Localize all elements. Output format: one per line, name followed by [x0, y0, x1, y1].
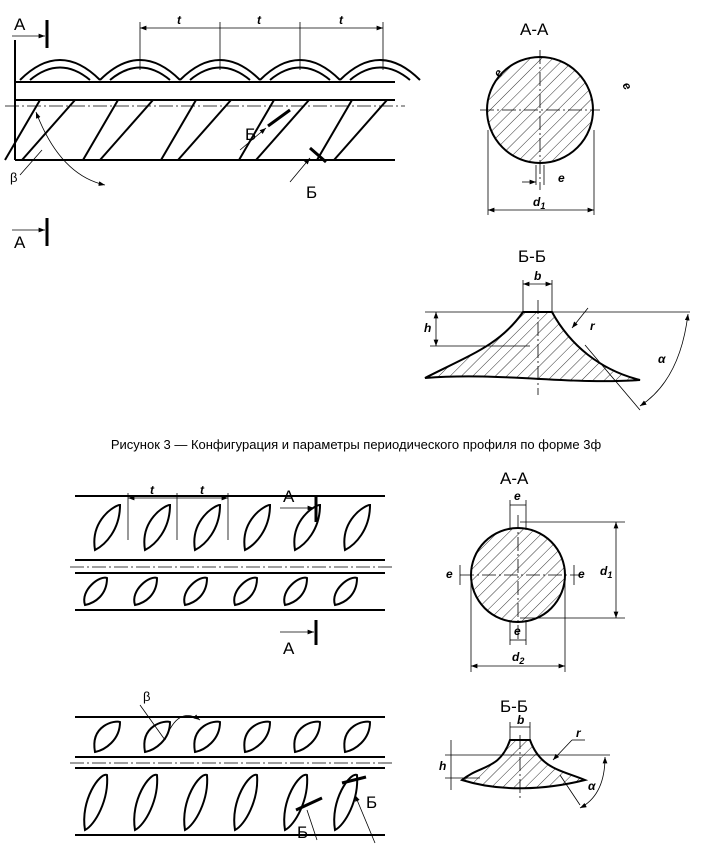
- rib: [339, 59, 421, 81]
- section-aa-title: А-А: [520, 20, 549, 39]
- rib: [233, 576, 259, 607]
- rib: [143, 720, 172, 754]
- rib: [133, 576, 159, 607]
- section-a-label: А: [283, 639, 295, 658]
- pitch-label: t: [339, 13, 344, 27]
- h-label: h: [424, 321, 431, 335]
- rib: [193, 503, 222, 552]
- section-b-label: Б: [366, 793, 377, 812]
- section-bb-title: Б-Б: [518, 247, 546, 266]
- section-aa-bottom: А-А e e e e d1 d2: [446, 469, 625, 672]
- alpha-label: α: [658, 352, 666, 366]
- r-label: r: [576, 726, 582, 740]
- e-label: e: [514, 624, 521, 638]
- rib: [93, 503, 122, 552]
- rib: [233, 773, 259, 832]
- rib: [333, 773, 359, 832]
- bottom-bar-view-2: β Б Б: [70, 689, 395, 844]
- top-bar-view: t t t А А β Б Б: [4, 13, 421, 252]
- rib: [109, 66, 171, 81]
- rib: [183, 773, 209, 832]
- rib: [255, 99, 310, 161]
- pitch-label: t: [200, 483, 205, 497]
- section-aa-top: А-А d1 e e e: [480, 20, 635, 215]
- rib: [259, 59, 341, 81]
- rib: [343, 503, 372, 552]
- rib: [177, 99, 232, 161]
- rib: [243, 720, 272, 754]
- rib: [19, 59, 101, 81]
- rib: [133, 773, 159, 832]
- rib: [143, 503, 172, 552]
- b-label: b: [534, 269, 541, 283]
- section-a-label: А: [14, 15, 26, 34]
- bottom-bar-view-1: t t А А: [70, 483, 395, 658]
- beta-label: β: [143, 689, 150, 704]
- rib: [179, 59, 261, 81]
- rib: [316, 99, 353, 161]
- section-a-label: А: [283, 487, 295, 506]
- section-b-label: Б: [245, 125, 256, 144]
- d1-label: d1: [533, 195, 545, 211]
- rib: [4, 99, 41, 161]
- section-a-label: А: [14, 233, 26, 252]
- e-label: e: [619, 80, 635, 93]
- rib: [99, 99, 154, 161]
- rib: [29, 66, 91, 81]
- rib: [343, 720, 372, 754]
- rib: [283, 576, 309, 607]
- rib: [160, 99, 197, 161]
- rib: [83, 576, 109, 607]
- rib: [82, 99, 119, 161]
- section-bb-top: Б-Б b h r α: [424, 247, 690, 411]
- alpha-label: α: [588, 779, 596, 793]
- d1-label: d1: [600, 564, 612, 580]
- rib: [269, 66, 331, 81]
- e-label: e: [558, 171, 565, 185]
- pitch-label: t: [177, 13, 182, 27]
- section-bb-title: Б-Б: [500, 697, 528, 716]
- beta-label: β: [10, 170, 17, 185]
- section-bb-bottom: Б-Б b h r α: [439, 697, 610, 809]
- rib: [293, 503, 322, 552]
- b-label: b: [517, 713, 524, 727]
- rib: [83, 773, 109, 832]
- pitch-label: t: [150, 483, 155, 497]
- e-label: e: [514, 489, 521, 503]
- section-aa-title: А-А: [500, 469, 529, 488]
- rib: [243, 503, 272, 552]
- rib: [238, 99, 275, 161]
- rib: [21, 99, 76, 161]
- section-b-label: Б: [297, 823, 308, 842]
- rib: [193, 720, 222, 754]
- section-b-label: Б: [306, 183, 317, 202]
- r-label: r: [590, 319, 596, 333]
- e-label: e: [446, 567, 453, 581]
- e-label: e: [578, 567, 585, 581]
- rib: [333, 576, 359, 607]
- figure-caption: Рисунок 3 — Конфигурация и параметры пер…: [111, 437, 602, 452]
- rib: [333, 99, 388, 161]
- h-label: h: [439, 759, 446, 773]
- rib: [189, 66, 251, 81]
- rib: [183, 576, 209, 607]
- rib: [293, 720, 322, 754]
- rib: [349, 66, 411, 81]
- rib: [99, 59, 181, 81]
- d2-label: d2: [512, 650, 524, 666]
- pitch-label: t: [257, 13, 262, 27]
- rib: [93, 720, 122, 754]
- rib: [283, 773, 309, 832]
